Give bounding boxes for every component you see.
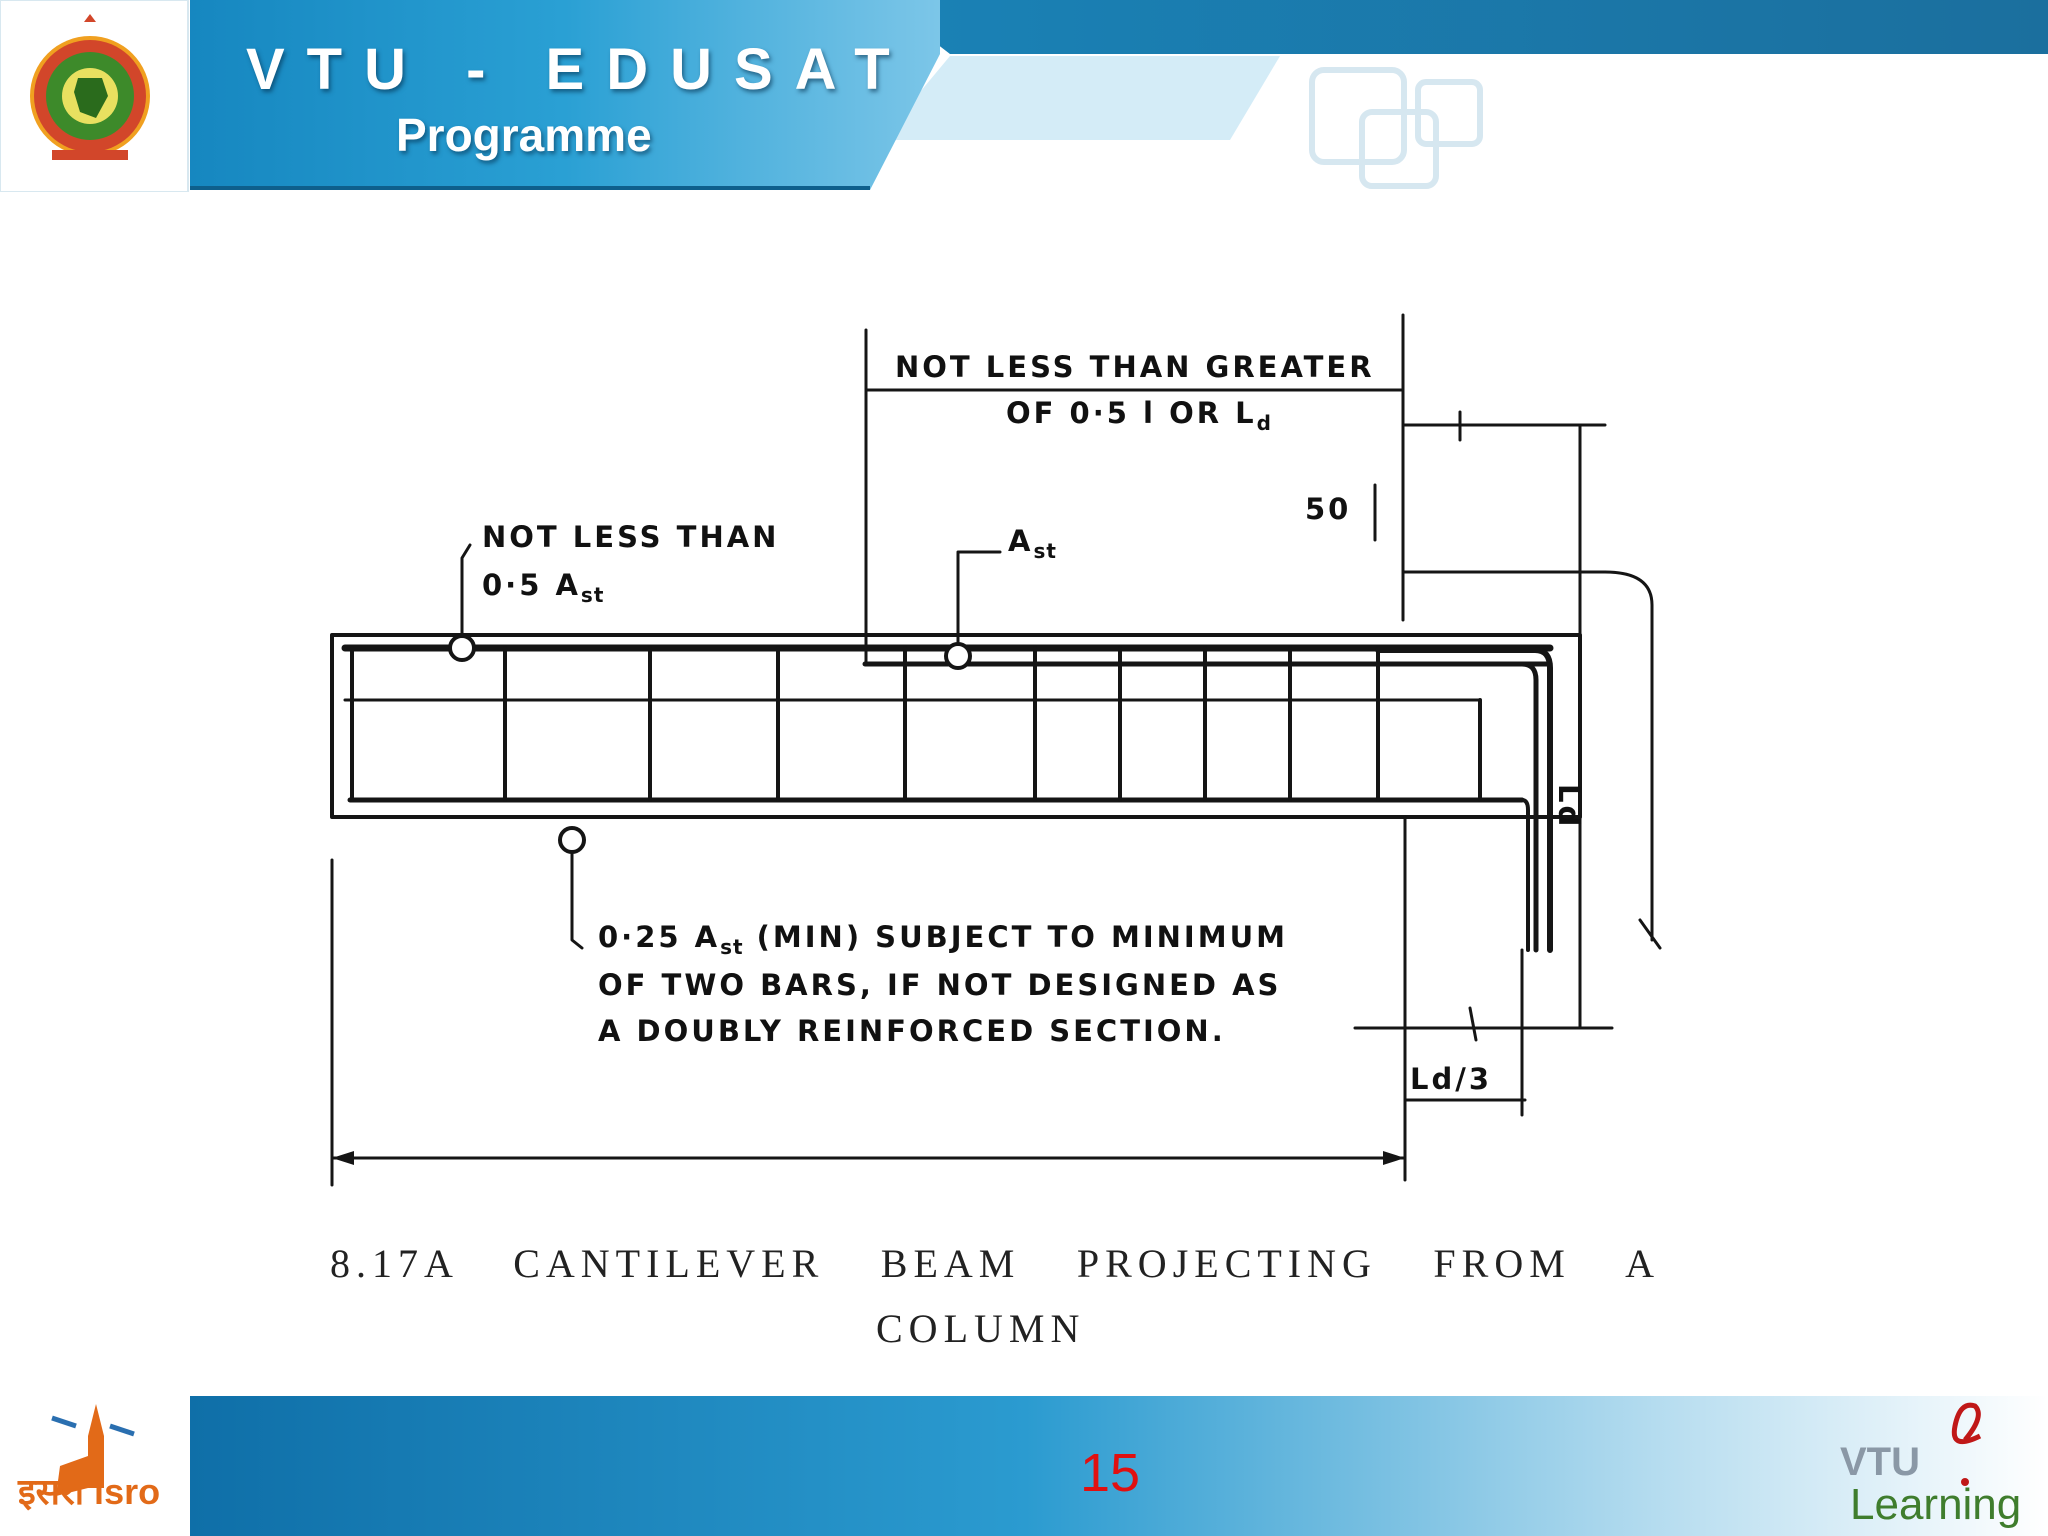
- header-subtitle: Programme: [396, 109, 652, 161]
- leader-ast: [956, 550, 1002, 646]
- bent-bar-2: [1375, 661, 1539, 953]
- label-top-left-1: NOT LESS THAN: [482, 520, 780, 554]
- label-cover: 50: [1305, 492, 1352, 526]
- label-bottom-1: 0·25 Ast (MIN) SUBJECT TO MINIMUM: [598, 920, 1288, 959]
- label-bottom-3: A DOUBLY REINFORCED SECTION.: [598, 1014, 1226, 1048]
- page-number: 15: [1080, 1443, 1141, 1503]
- header-background: [0, 0, 2048, 192]
- bar-circle-bottom: [558, 826, 586, 854]
- vtu-emblem-icon: [30, 14, 150, 160]
- label-top-sub: OF 0·5 l OR Ld: [1006, 396, 1272, 435]
- isro-label: इसरो isro: [18, 1471, 161, 1512]
- bent-bar-3: [1478, 798, 1530, 952]
- header-title: VTU - EDUSAT: [246, 37, 912, 102]
- bar-circle-top-left: [448, 634, 476, 662]
- label-top-main: NOT LESS THAN GREATER: [895, 350, 1375, 384]
- label-bottom-2: OF TWO BARS, IF NOT DESIGNED AS: [598, 968, 1282, 1002]
- vtu-label: VTU: [1840, 1440, 1920, 1484]
- footer-banner: [0, 1396, 2048, 1536]
- figure-caption-line2: COLUMN: [876, 1306, 1086, 1351]
- decorative-squares: [1309, 67, 1483, 189]
- figure-caption: 8.17A CANTILEVER BEAM PROJECTING FROM A: [330, 1241, 1660, 1286]
- footer-background: [51, 1396, 2048, 1536]
- leader-top-left: [460, 543, 472, 638]
- label-ast: Ast: [1008, 524, 1057, 563]
- bar-circle-ast: [944, 642, 972, 670]
- bent-bar-1: [1375, 647, 1553, 953]
- beam-drawing: [330, 313, 1662, 1187]
- label-top-left-2: 0·5 Ast: [482, 568, 605, 607]
- learning-label: Learning: [1850, 1480, 2022, 1529]
- isro-rocket-icon: [51, 1404, 135, 1496]
- stirrups: [350, 646, 1482, 802]
- cantilever-beam-diagram: NOT LESS THAN GREATER OF 0·5 l OR Ld NOT…: [300, 300, 1700, 1200]
- leader-bottom: [570, 850, 584, 950]
- label-ld-vertical: Ld: [1552, 784, 1586, 830]
- label-ld3: Ld/3: [1410, 1062, 1493, 1096]
- header-banner: VTU - EDUSAT Programme: [0, 0, 2048, 192]
- e-learning-icon: [1951, 1402, 1982, 1486]
